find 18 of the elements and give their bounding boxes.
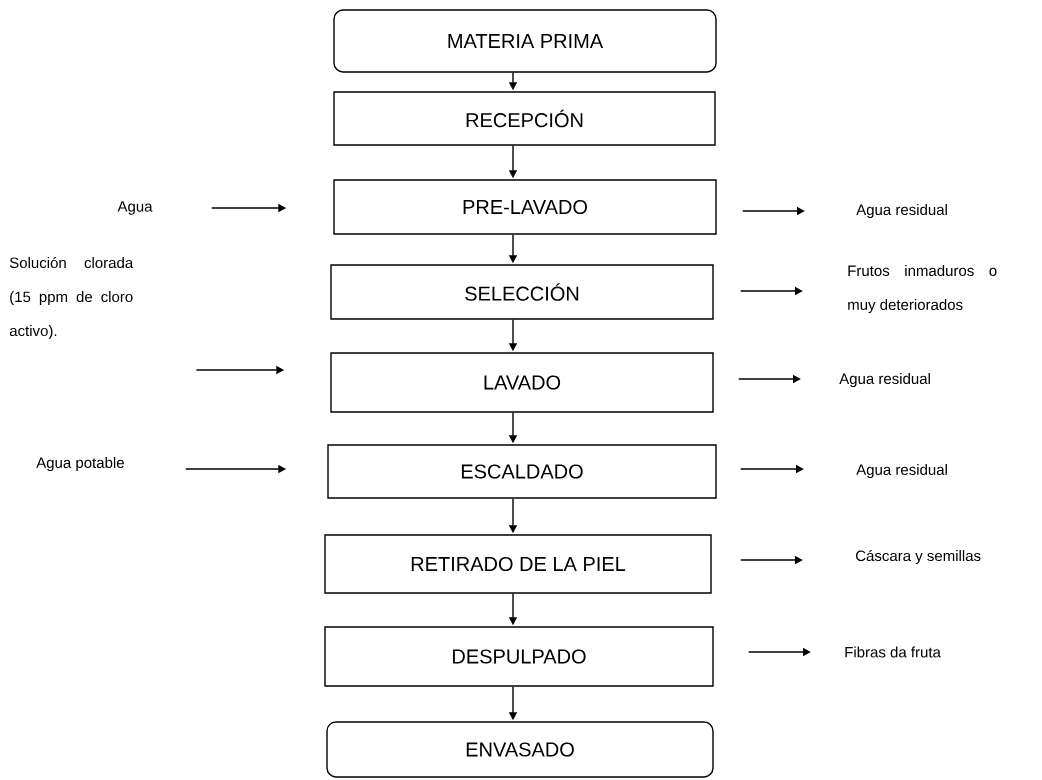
side-text: Agua (117, 201, 153, 215)
side-text: Solución clorada (15 ppm de cloro activo). (9, 256, 134, 340)
process-box: PRE-LAVADO (333, 179, 717, 235)
side-text: Agua residual (839, 373, 930, 387)
terminal-box: MATERIA PRIMA (333, 9, 717, 73)
side-text: Cáscara y semillas (855, 549, 981, 565)
side-text: Frutos inmaduros o muy deteriorados (848, 265, 997, 313)
terminal-box: ENVASADO (326, 721, 714, 778)
process-box: LAVADO (330, 352, 714, 413)
side-text: Fibras da fruta (845, 646, 941, 658)
process-box: ESCALDADO (327, 444, 717, 499)
process-box: RECEPCIÓN (333, 91, 716, 146)
process-box: DESPULPADO (324, 626, 714, 687)
side-text: Agua residual (856, 204, 947, 218)
process-box: SELECCIÓN (330, 264, 714, 320)
side-text: Agua residual (856, 464, 947, 478)
side-text: Agua potable (36, 457, 124, 471)
process-box: RETIRADO DE LA PIEL (324, 534, 712, 594)
